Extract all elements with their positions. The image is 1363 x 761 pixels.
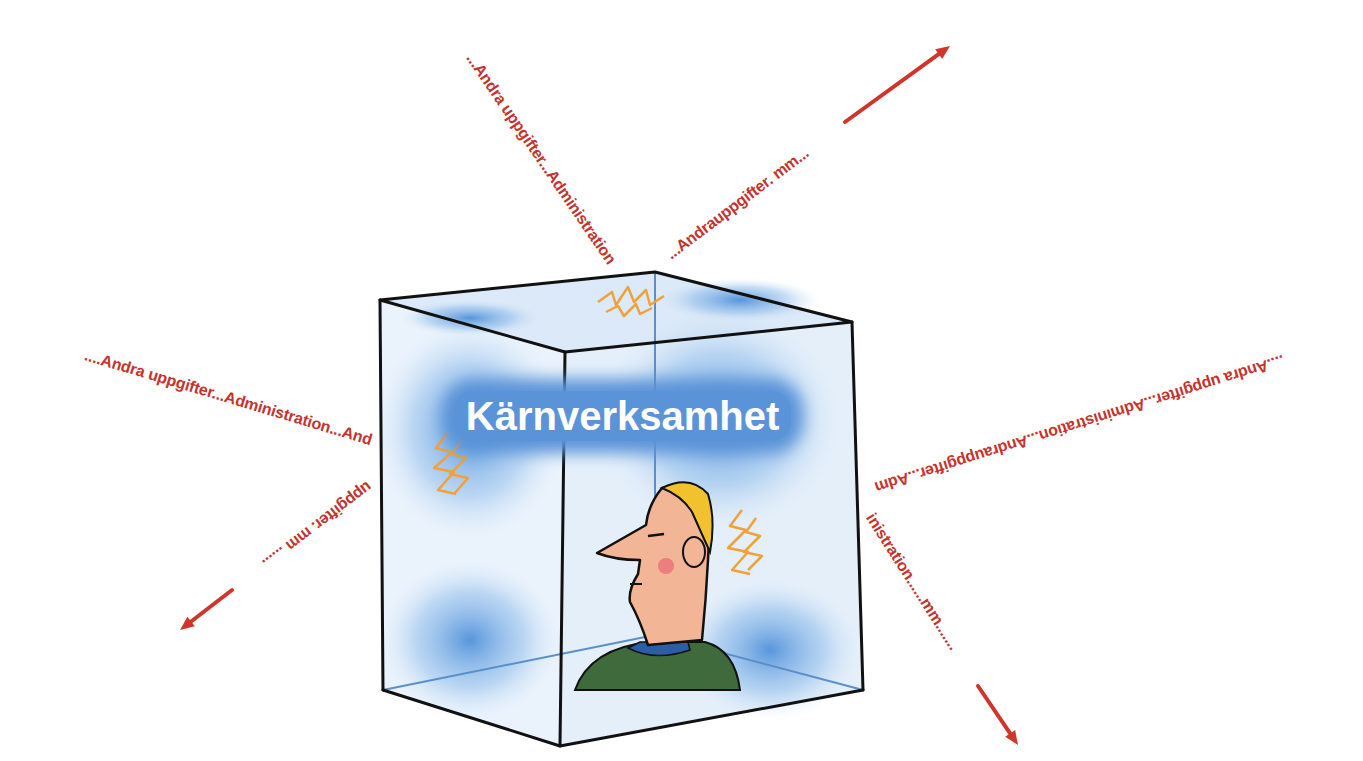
cube-title: Kärnverksamhet <box>454 391 792 441</box>
cube-edge <box>852 322 863 690</box>
impact-spark <box>744 518 762 570</box>
outgoing-task-text: ...Andrauppgifter. mm... <box>663 144 812 263</box>
arrow-shaft <box>191 590 232 622</box>
glass-cube <box>375 265 870 755</box>
glass-shade <box>660 278 820 322</box>
incoming-task-text: ...Andra uppgifter...Administration <box>463 49 620 267</box>
incoming-task-text: ....Andra uppgifter...Administration...A… <box>872 352 1286 497</box>
person-eye <box>648 534 664 536</box>
incoming-task-text: ....Andra uppgifter...Administration...A… <box>83 346 375 448</box>
impact-spark <box>598 287 664 305</box>
glass-shade <box>380 560 560 720</box>
arrow-head <box>935 46 950 59</box>
arrow-head <box>180 617 195 630</box>
arrow-shaft <box>978 686 1010 733</box>
person-shoulders <box>575 642 740 690</box>
impact-spark <box>434 432 456 494</box>
cube-edge <box>380 300 383 690</box>
outgoing-task-text: inistration......mm....... <box>863 510 963 653</box>
impact-spark <box>450 440 468 494</box>
arrow-shaft <box>845 54 939 122</box>
person-ear <box>683 537 705 567</box>
cube-edge <box>383 690 863 746</box>
glass-cube-box: Kärnverksamhet <box>375 265 870 755</box>
glass-shade <box>400 300 540 336</box>
impact-spark <box>606 304 652 316</box>
outgoing-task-text: uppgifter. mm ...... <box>259 478 375 573</box>
impact-spark <box>728 510 750 574</box>
person-mouth <box>630 583 642 585</box>
cube-edge <box>380 272 852 352</box>
person-cheek <box>658 558 674 574</box>
arrow-head <box>1005 730 1018 745</box>
